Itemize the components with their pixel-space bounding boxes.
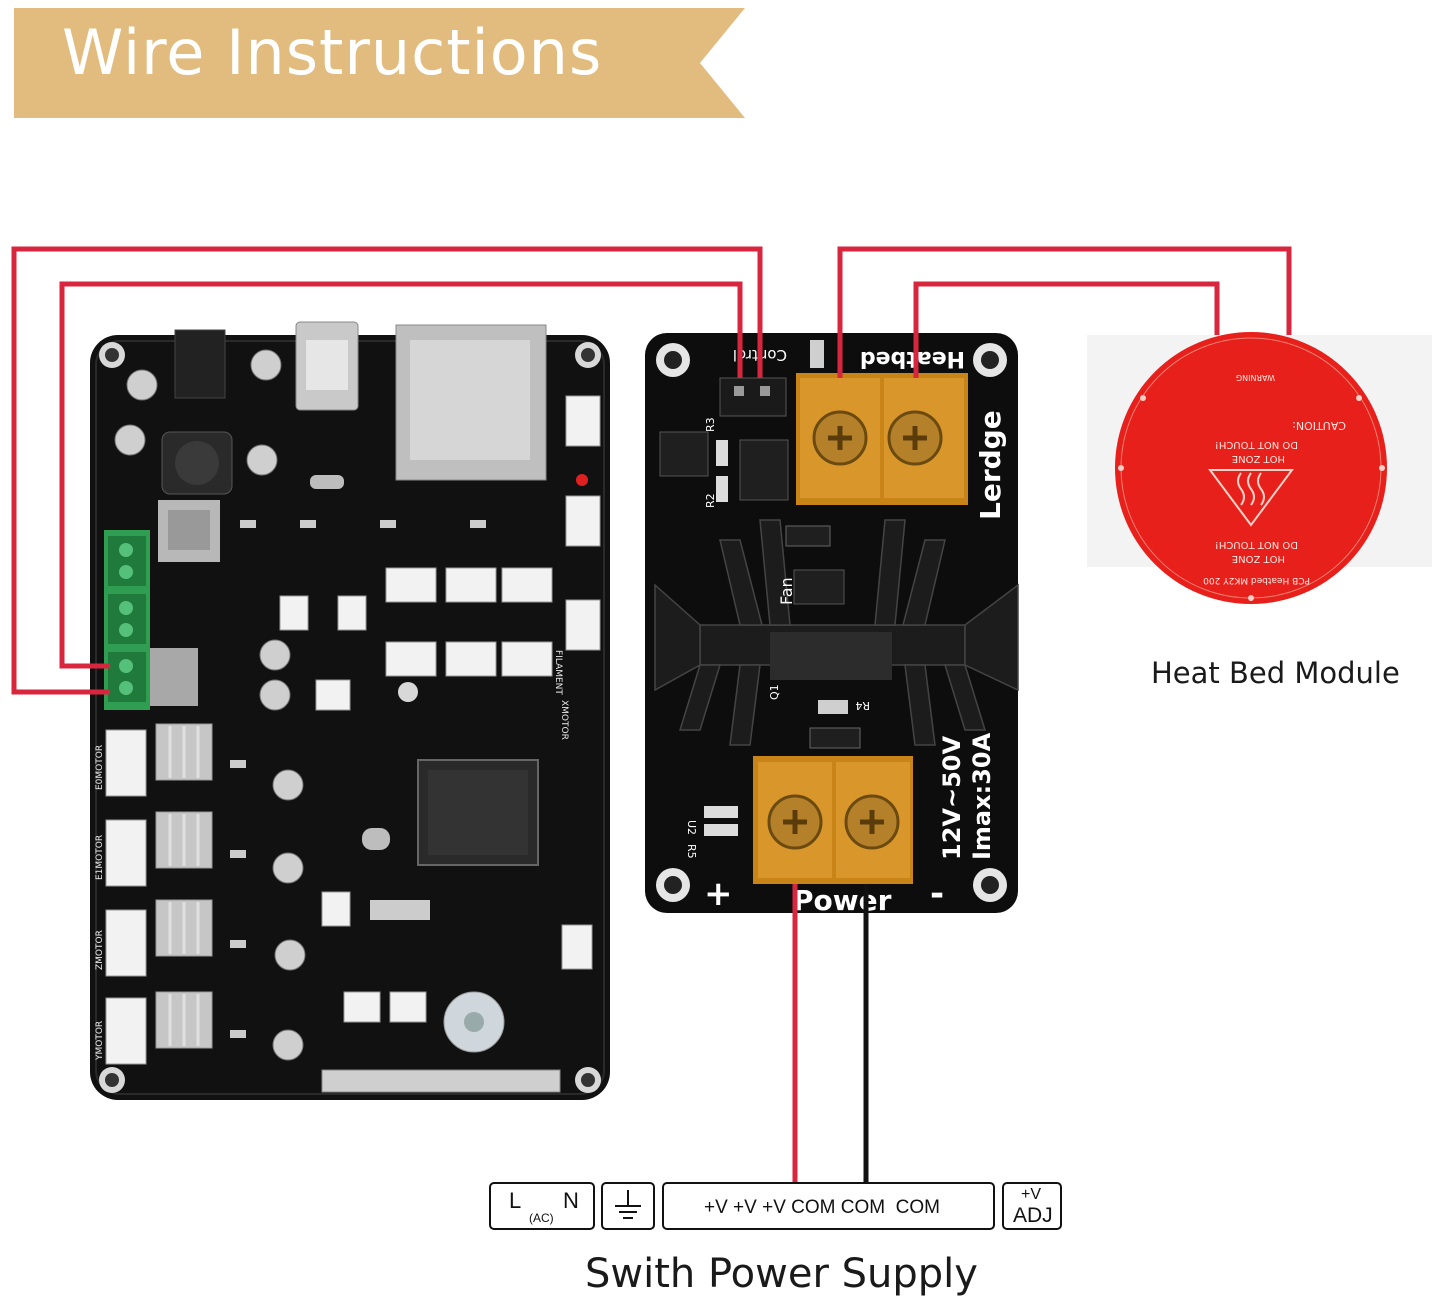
part-label: R5	[685, 844, 698, 859]
mainboard-label: YMOTOR	[95, 1021, 105, 1061]
mainboard-label: E0MOTOR	[95, 745, 105, 790]
power-supply-caption: Swith Power Supply	[585, 1251, 978, 1297]
bed-hot-zone: HOT ZONE	[1232, 453, 1285, 464]
mainboard: E0MOTOR E1MOTOR ZMOTOR YMOTOR XMOTOR FIL…	[90, 321, 610, 1100]
part-label: R3	[704, 417, 717, 432]
heat-bed-caption: Heat Bed Module	[1151, 656, 1400, 690]
power-label: Power	[793, 884, 892, 917]
psu-terminal-labels: +V +V +V COM COM COM	[704, 1197, 940, 1218]
minus-label: -	[930, 874, 944, 914]
control-header	[719, 377, 787, 417]
bed-do-not-touch-lower: DO NOT TOUCH!	[1215, 539, 1298, 550]
capacitors	[114, 349, 306, 1061]
bed-warning: WARNING	[1236, 373, 1275, 382]
psu-adj-terminal: +V ADJ	[1002, 1182, 1062, 1230]
psu-ac-label: (AC)	[529, 1211, 554, 1225]
dc-jack	[174, 329, 226, 399]
jst-connectors	[105, 395, 601, 1065]
psu-adj-top: +V	[1021, 1186, 1042, 1203]
bed-model: PCB Heatbed MK2Y 200	[1203, 575, 1310, 585]
psu-ground-terminal	[601, 1182, 655, 1230]
red-wires	[11, 246, 1292, 1182]
brand-label: Lerdge	[974, 410, 1007, 520]
voltage-label: 12V~50V	[938, 736, 966, 860]
ground-icon	[615, 1190, 641, 1219]
psu-adj-bottom: ADJ	[1013, 1204, 1053, 1227]
psu-ac-terminal: L N (AC)	[489, 1182, 595, 1230]
part-label: Q1	[768, 684, 781, 700]
fan-label: Fan	[777, 577, 796, 605]
plus-label: +	[704, 874, 733, 914]
heat-bed: CAUTION: HOT ZONE DO NOT TOUCH! WARNING …	[1087, 332, 1432, 604]
current-label: Imax:30A	[968, 732, 996, 860]
wire-control-outer	[11, 246, 763, 695]
psu-dc-terminals: +V +V +V COM COM COM	[662, 1182, 995, 1230]
mainboard-label: FILAMENT	[553, 650, 563, 695]
title-banner	[14, 8, 745, 118]
bed-caution: CAUTION:	[1292, 419, 1346, 432]
mainboard-label: ZMOTOR	[95, 930, 105, 970]
part-label: U2	[685, 820, 698, 835]
green-terminal-blocks	[104, 530, 150, 710]
wire-bed-outer	[837, 246, 1292, 378]
mosfet-heatsink	[654, 519, 1019, 746]
page-title: Wire Instructions	[62, 16, 603, 89]
psu-L-label: L	[509, 1188, 522, 1213]
heatbed-label: Heatbed	[860, 346, 965, 371]
wire-bed-inner	[913, 281, 1220, 378]
mainboard-label: XMOTOR	[559, 700, 569, 740]
mosfet-module: Heatbed Control Lerdge Fan 12V~50V Imax:…	[645, 333, 1019, 917]
part-label: R2	[704, 493, 717, 508]
bed-do-not-touch: DO NOT TOUCH!	[1215, 439, 1298, 450]
psu-N-label: N	[563, 1188, 579, 1213]
bed-hot-zone-lower: HOT ZONE	[1232, 553, 1285, 564]
part-label: R4	[855, 699, 870, 712]
wire-control-inner	[59, 281, 743, 669]
mainboard-label: E1MOTOR	[95, 835, 105, 880]
